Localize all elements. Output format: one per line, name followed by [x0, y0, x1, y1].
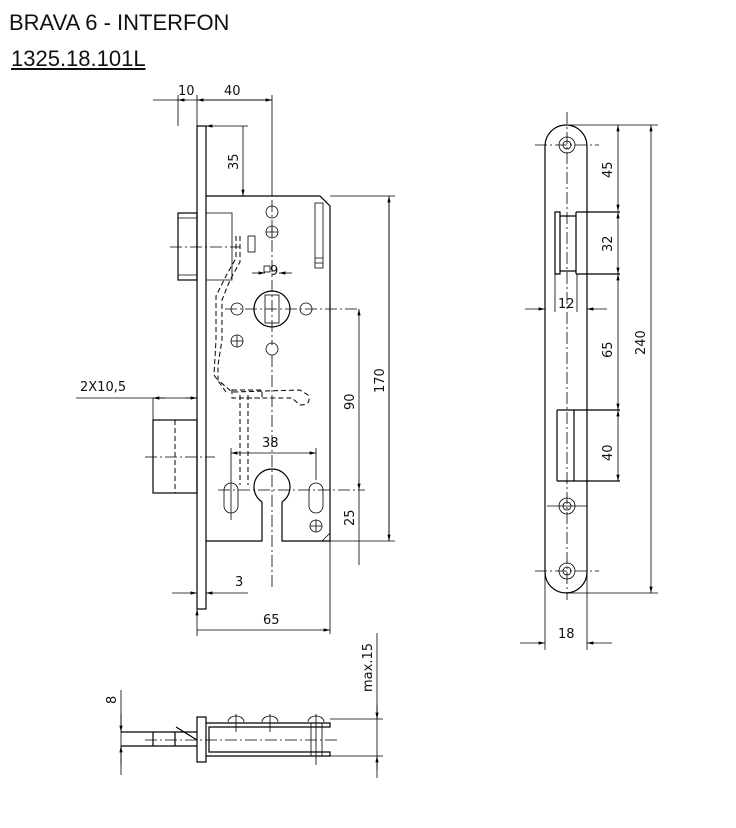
- faceplate: [196, 125, 207, 610]
- dim-max15: max.15: [361, 643, 376, 692]
- dim-240: 240: [634, 330, 649, 355]
- screw-hole: [535, 562, 599, 580]
- strike-plate: [544, 124, 588, 594]
- dim-2x10-5: 2X10,5: [80, 380, 126, 395]
- dim-40-strike: 40: [601, 444, 616, 461]
- dim-35: 35: [227, 153, 242, 170]
- latch: [177, 212, 198, 281]
- dim-40: 40: [224, 84, 241, 99]
- dim-9: 9: [270, 264, 278, 279]
- dim-32: 32: [601, 235, 616, 252]
- lock-front-view: 10 40 35 170 90 25 38 9 2X10,5 3 65: [76, 84, 395, 636]
- dim-18: 18: [558, 627, 575, 642]
- lock-case: [206, 195, 331, 542]
- dim-170: 170: [373, 368, 388, 393]
- drawing-title: BRAVA 6 - INTERFON: [9, 10, 230, 35]
- dim-65: 65: [263, 613, 280, 628]
- dim-10: 10: [178, 84, 195, 99]
- product-code: 1325.18.101L: [11, 46, 146, 71]
- screw-hole: [535, 136, 599, 154]
- dim-90: 90: [343, 393, 358, 410]
- dim-65-strike: 65: [601, 341, 616, 358]
- screw-hole: [547, 497, 587, 515]
- dim-8: 8: [105, 696, 120, 704]
- dim-25: 25: [343, 509, 358, 526]
- dim-45: 45: [601, 161, 616, 178]
- strike-plate-view: 12 18 45 32 65 40 240: [520, 112, 658, 650]
- dim-12: 12: [558, 297, 575, 312]
- cylinder-hole: [253, 468, 291, 503]
- dim-3: 3: [235, 575, 243, 590]
- dim-38: 38: [262, 436, 279, 451]
- lock-side-view: 8 max.15: [105, 633, 383, 778]
